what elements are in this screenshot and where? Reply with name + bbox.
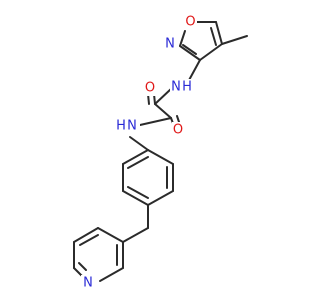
bond-pyridine-2: [99, 267, 124, 282]
atom-n-amide-2: N: [127, 119, 137, 134]
bond-pyridine-3-double: [78, 262, 87, 271]
bond-nh-aryl: [129, 136, 149, 151]
atom-o-isoxazole: O: [185, 15, 195, 30]
bond-pyridine-5: [73, 227, 99, 243]
bond-benzene-6: [122, 149, 149, 165]
atom-h-amide-2: H: [116, 119, 126, 134]
label-bg-o-iso: [184, 14, 197, 30]
bond-ch2-pyridine: [122, 227, 149, 243]
bond-c4-methyl: [221, 35, 248, 45]
bond-co2-nh: [139, 117, 172, 126]
atom-o-carbonyl-2: O: [173, 123, 183, 138]
atom-label-layer: O N N H O O H N N: [81, 14, 197, 291]
bond-benzene-4-double: [127, 186, 149, 199]
molecule-diagram: O N N H O O H N N: [73, 14, 248, 291]
bond-benzene-6-double: [127, 156, 149, 169]
label-bg-nh-1: [170, 79, 194, 95]
bond-c3-n2: [179, 45, 201, 61]
bond-c5-c4-double: [210, 27, 217, 46]
bond-n2-o1: [179, 30, 186, 47]
bond-c5-c4: [215, 21, 223, 45]
label-bg-n-iso: [164, 36, 177, 52]
bond-co1-co2: [154, 103, 172, 119]
atom-n-amide-1: N: [171, 80, 181, 95]
bond-benzene-1: [147, 149, 174, 165]
bond-pyridine-6: [97, 227, 124, 243]
bond-nh-co1: [154, 87, 173, 105]
label-bg-o-carbonyl-1: [144, 80, 157, 96]
label-bg-nh-2: [115, 118, 140, 134]
label-bg-n-pyridine: [81, 275, 95, 291]
bond-c3-nh: [187, 59, 201, 83]
atom-o-carbonyl-1: O: [145, 81, 155, 96]
bond-c3-n2-double: [182, 44, 197, 55]
bond-c4-c3: [199, 43, 223, 61]
atom-n-pyridine: N: [83, 276, 93, 291]
bond-pyridine-3: [73, 267, 83, 277]
atom-n-isoxazole: N: [165, 37, 175, 52]
bond-pyridine-5-double: [79, 234, 99, 246]
bond-layer: [73, 21, 248, 282]
label-bg-o-carbonyl-2: [172, 122, 185, 138]
bond-benzene-4: [122, 190, 149, 206]
bond-benzene-3: [147, 190, 174, 206]
atom-h-amide-1: H: [182, 80, 192, 95]
